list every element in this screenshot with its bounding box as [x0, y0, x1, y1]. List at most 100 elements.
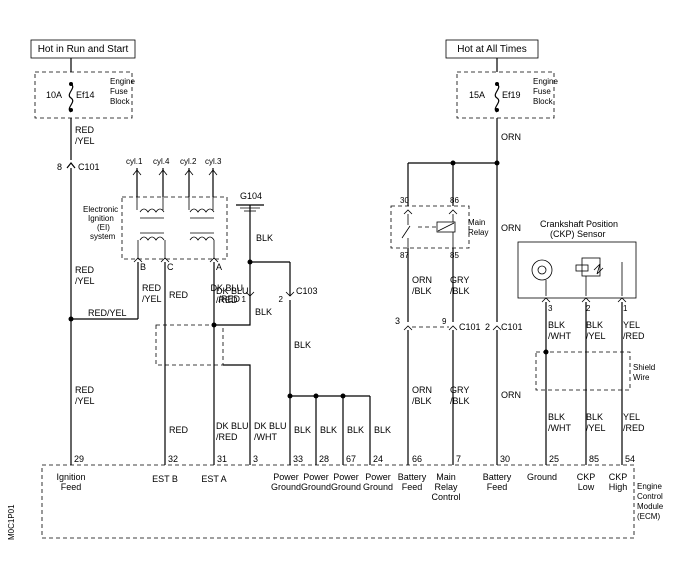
wire-blk-3: BLK: [294, 340, 311, 350]
svg-text:Ground: Ground: [331, 482, 361, 492]
wire-blk-yel-2a: BLK: [586, 412, 603, 422]
svg-text:Ignition: Ignition: [56, 472, 85, 482]
svg-text:28: 28: [319, 454, 329, 464]
svg-text:66: 66: [412, 454, 422, 464]
svg-text:CKP: CKP: [577, 472, 596, 482]
wire-dkblu-label-mid-b: /RED: [218, 294, 240, 304]
hot-run-start-box: [30, 39, 136, 59]
svg-text:31: 31: [217, 454, 227, 464]
svg-text:CKP: CKP: [609, 472, 628, 482]
ei-label-3: (EI): [97, 223, 110, 232]
svg-text:Control: Control: [431, 492, 460, 502]
main-relay-box: [390, 205, 470, 249]
shield-wire-label-2: Wire: [633, 373, 650, 382]
wire-red-yel-2a: RED: [75, 265, 95, 275]
figure-id: M0C1P01: [7, 504, 16, 540]
wire-red-yel-3a: RED: [75, 385, 95, 395]
ecm-terminal-67: 67 Power Ground: [331, 454, 361, 492]
fuse2-block-3: Block: [533, 97, 554, 106]
pin-8: 8: [57, 162, 62, 172]
wire-blk-pg2: BLK: [320, 425, 337, 435]
ecm-terminal-28: 28 Power Ground: [301, 454, 331, 492]
ckp-label-2: (CKP) Sensor: [550, 229, 606, 239]
fuse2-id: Ef19: [502, 90, 521, 100]
fuse-ef14-symbol: [68, 83, 74, 113]
wire-dkblu-red-1b: /RED: [216, 295, 238, 305]
wire-yel-red-1a: YEL: [623, 320, 640, 330]
wire-red-yel-4b: /YEL: [142, 294, 162, 304]
fuse2-rating: 15A: [469, 90, 485, 100]
wire-red-yel-inline: RED/YEL: [88, 308, 127, 318]
ecm-terminal-32: 32 EST B: [152, 454, 178, 484]
wire-red-yel-4a: RED: [142, 283, 162, 293]
svg-text:Power: Power: [365, 472, 391, 482]
ckp-pin-2: 2: [586, 304, 591, 313]
relay-switch: [401, 225, 411, 239]
wire-blk-yel-1a: BLK: [586, 320, 603, 330]
svg-text:Feed: Feed: [402, 482, 423, 492]
wire-orn-blk-1b: /BLK: [412, 286, 432, 296]
svg-text:Power: Power: [303, 472, 329, 482]
fuse-block-2: [456, 71, 555, 119]
ecm-terminal-85: 85 CKP Low: [577, 454, 599, 492]
ckp-pin-1: 1: [623, 304, 628, 313]
fuse1-block-2: Fuse: [110, 87, 128, 96]
svg-text:Battery: Battery: [483, 472, 512, 482]
wire-gry-blk-2a: GRY: [450, 385, 469, 395]
wire-red-2: RED: [169, 425, 189, 435]
fuse-ef19-symbol: [494, 83, 500, 113]
hot-all-times-label: Hot at All Times: [457, 44, 526, 55]
wire-orn-2: ORN: [501, 223, 521, 233]
ecm-terminal-31: 31 EST A: [201, 454, 227, 484]
svg-text:Ground: Ground: [527, 472, 557, 482]
svg-text:Feed: Feed: [61, 482, 82, 492]
svg-text:33: 33: [293, 454, 303, 464]
ei-pin-c: C: [167, 262, 174, 272]
wire-dkblu-red-2a: DK BLU: [216, 421, 249, 431]
pin-1-c103: 1: [242, 295, 247, 304]
svg-text:32: 32: [168, 454, 178, 464]
spark-plug-leads: [132, 168, 218, 197]
wire-orn-blk-2b: /BLK: [412, 396, 432, 406]
ecm-label-2: Control: [637, 492, 663, 501]
svg-text:EST A: EST A: [201, 474, 226, 484]
ei-pin-b: B: [140, 262, 146, 272]
relay-pin-86: 86: [450, 196, 459, 205]
pin-3-c101: 3: [395, 316, 400, 326]
hot-all-times-box: [445, 39, 539, 59]
shield-drain-upper: [214, 262, 251, 326]
fuse1-id: Ef14: [76, 90, 95, 100]
wire-red-yel-3b: /YEL: [75, 396, 95, 406]
wire-dkblu-wht-b: /WHT: [254, 432, 277, 442]
ecm-terminal-24: 24 Power Ground: [363, 454, 393, 492]
relay-pin-30: 30: [400, 196, 409, 205]
ecm-label-3: Module: [637, 502, 664, 511]
cyl-4: cyl.4: [153, 157, 170, 166]
pin-2-c103: 2: [279, 295, 284, 304]
wire-blk-g104: BLK: [256, 233, 273, 243]
svg-text:30: 30: [500, 454, 510, 464]
shield-drain-lower: [223, 364, 251, 465]
fuse1-rating: 10A: [46, 90, 62, 100]
relay-pin-87: 87: [400, 251, 409, 260]
ecm-terminal-3: 3: [253, 454, 258, 464]
ei-system-box: [121, 196, 228, 260]
svg-text:7: 7: [456, 454, 461, 464]
svg-text:Feed: Feed: [487, 482, 508, 492]
wire-blk-wht-2b: /WHT: [548, 423, 571, 433]
ckp-coil-icon: [581, 257, 601, 277]
ei-label-4: system: [90, 232, 116, 241]
hot-run-start-label: Hot in Run and Start: [38, 44, 129, 55]
fuse1-block-1: Engine: [110, 77, 135, 86]
ecm-terminal-25: 25 Ground: [527, 454, 559, 482]
c103-connector: [285, 291, 295, 297]
ckp-pin-3: 3: [548, 304, 553, 313]
pin-9-c101: 9: [442, 317, 447, 326]
wire-gry-blk-1b: /BLK: [450, 286, 470, 296]
fuse2-block-2: Fuse: [533, 87, 551, 96]
c101-pin8-connector: [66, 162, 76, 169]
c101-label-2: C101: [459, 322, 481, 332]
ecm-terminal-54: 54 CKP High: [609, 454, 635, 492]
wire-orn-blk-1a: ORN: [412, 275, 432, 285]
pin-2-c101: 2: [485, 322, 490, 332]
